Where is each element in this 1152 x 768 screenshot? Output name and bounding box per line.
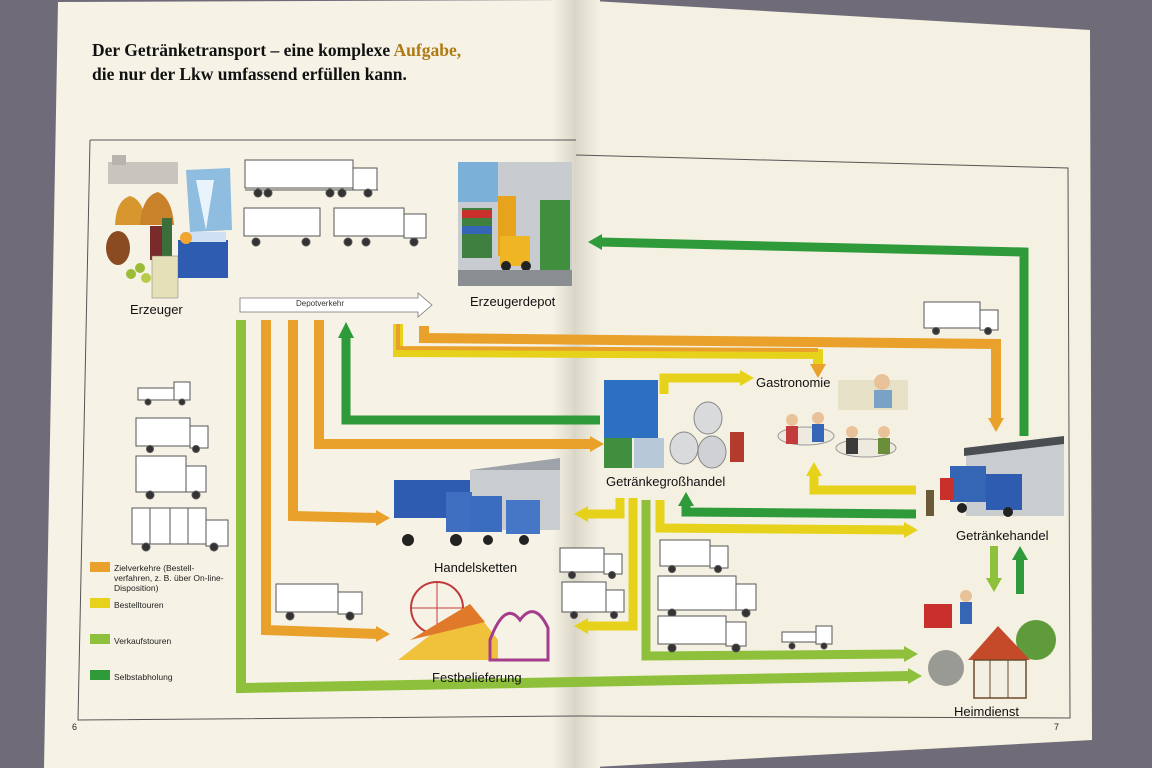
route-ziel-gastronomie bbox=[396, 324, 819, 352]
truck-icon bbox=[559, 547, 623, 579]
left-page bbox=[44, 0, 576, 768]
arrowhead bbox=[904, 522, 918, 538]
arrowhead bbox=[590, 436, 604, 452]
route-ziel-festbelieferung bbox=[261, 320, 379, 639]
arrowhead bbox=[806, 462, 822, 476]
route-ziel-getraenkehandel bbox=[419, 326, 1001, 420]
label-handelsketten: Handelsketten bbox=[434, 560, 518, 575]
label-getraenkehandel: Getränkehandel bbox=[956, 528, 1049, 543]
route-arrows bbox=[236, 234, 1029, 694]
page-number-right: 7 bbox=[1054, 722, 1060, 732]
arrowhead bbox=[988, 418, 1004, 432]
truck-icon bbox=[137, 381, 191, 406]
store-truck-illustration bbox=[394, 458, 560, 546]
truck-icon bbox=[781, 625, 833, 650]
truck-icon bbox=[131, 507, 229, 552]
truck-icon bbox=[923, 301, 999, 335]
route-verkauf-gro-heim bbox=[641, 500, 907, 661]
title-accent: Aufgabe, bbox=[393, 40, 462, 60]
route-bestell-gastro2 bbox=[659, 373, 740, 394]
title-line1: Der Getränketransport – eine komplexe Au… bbox=[92, 40, 461, 60]
label-gastronomie: Gastronomie bbox=[756, 375, 831, 390]
route-bestell-handelsketten bbox=[586, 498, 625, 519]
fairground-illustration bbox=[398, 581, 550, 662]
title-text: Der Getränketransport – eine komplexe bbox=[92, 40, 394, 60]
truck-icon bbox=[659, 539, 729, 573]
route-ziel-handelsketten bbox=[288, 320, 379, 523]
legend-item-verkauf: Verkaufstouren bbox=[114, 636, 172, 646]
arrowhead bbox=[376, 626, 390, 642]
route-selbst-depot bbox=[599, 237, 1029, 436]
arrowhead bbox=[810, 364, 826, 378]
truck-icon bbox=[657, 575, 757, 618]
page-number-left: 6 bbox=[72, 722, 78, 732]
gutter-right bbox=[576, 0, 600, 768]
depot-arrow-label: Depotverkehr bbox=[296, 299, 345, 308]
route-bestell-fest bbox=[586, 498, 638, 631]
arrowhead bbox=[574, 618, 588, 634]
truck-icon bbox=[135, 455, 207, 500]
frame-right bbox=[575, 154, 1071, 719]
legend-text: verfahren, z. B. über On-line- bbox=[114, 573, 224, 583]
brewery-illustration bbox=[106, 155, 232, 299]
truck-icon bbox=[561, 581, 625, 619]
arrowhead bbox=[1012, 546, 1028, 560]
label-getraenkegrosshandel: Getränkegroßhandel bbox=[606, 474, 726, 489]
legend-item-bestell: Bestelltouren bbox=[114, 600, 164, 610]
legend-swatch-yellow bbox=[90, 598, 110, 608]
restaurant-illustration bbox=[777, 374, 908, 458]
arrowhead bbox=[904, 646, 918, 662]
legend-swatch-darkgreen bbox=[90, 670, 110, 680]
route-ziel-grosshandel bbox=[314, 320, 590, 449]
truck-icon bbox=[243, 207, 427, 247]
arrowhead bbox=[376, 510, 390, 526]
arrowhead bbox=[588, 234, 602, 250]
frame-left bbox=[77, 139, 577, 721]
depot-arrow bbox=[239, 292, 433, 318]
route-verkauf-heimdienst bbox=[236, 320, 911, 694]
legend-text: Zielverkehre (Bestell- bbox=[114, 563, 195, 573]
legend-swatch-orange bbox=[90, 562, 110, 572]
legend-text: Disposition) bbox=[114, 583, 159, 593]
title-line2: die nur der Lkw umfassend erfüllen kann. bbox=[92, 64, 407, 84]
label-erzeugerdepot: Erzeugerdepot bbox=[470, 294, 556, 309]
truck-icon bbox=[244, 159, 378, 198]
arrowhead bbox=[574, 506, 588, 522]
label-festbelieferung: Festbelieferung bbox=[432, 670, 522, 685]
arrowhead bbox=[908, 668, 922, 684]
arrowhead bbox=[338, 322, 354, 338]
route-selbst-erzeuger bbox=[341, 336, 600, 425]
legend-swatch-lightgreen bbox=[90, 634, 110, 644]
label-erzeuger: Erzeuger bbox=[130, 302, 183, 317]
arrowhead bbox=[986, 578, 1002, 592]
label-heimdienst: Heimdienst bbox=[954, 704, 1020, 719]
page-title: Der Getränketransport – eine komplexe Au… bbox=[92, 38, 461, 86]
legend-item-selbst: Selbstabholung bbox=[114, 672, 173, 682]
store-truck-illustration bbox=[926, 436, 1064, 517]
gutter-left bbox=[552, 0, 576, 768]
truck-icon bbox=[657, 615, 747, 653]
arrowhead bbox=[678, 492, 694, 506]
route-bestell-gro-gh bbox=[655, 500, 907, 535]
route-bestell-gh-gro bbox=[809, 474, 916, 495]
arrowhead bbox=[740, 370, 754, 386]
house-illustration bbox=[924, 590, 1056, 699]
truck-icon bbox=[135, 417, 209, 453]
forklift-warehouse-illustration bbox=[458, 162, 572, 286]
legend-item-ziel: Zielverkehre (Bestell- verfahren, z. B. … bbox=[114, 563, 224, 593]
route-selbst-gh-gro bbox=[681, 504, 917, 519]
beverage-crates-illustration bbox=[604, 380, 744, 469]
truck-icon bbox=[275, 583, 363, 621]
